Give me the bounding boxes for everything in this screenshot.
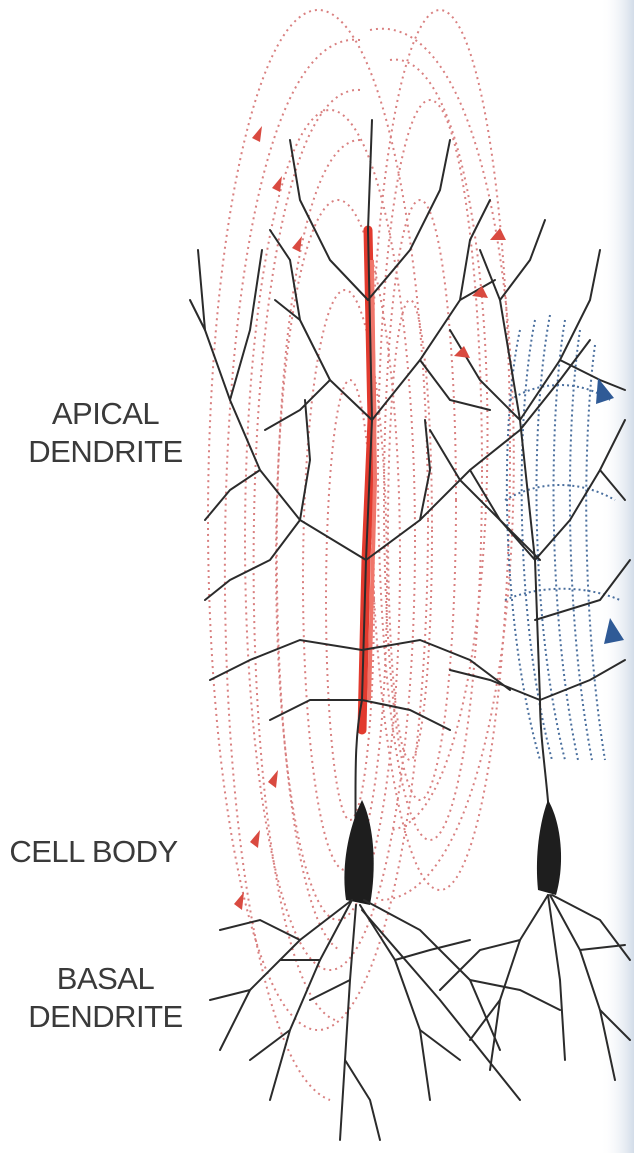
basal-label-line-2: DENDRITE xyxy=(18,998,193,1036)
right-cell-body xyxy=(537,800,561,895)
apical-label-line-2: DENDRITE xyxy=(18,433,193,471)
basal-dendrites xyxy=(210,895,630,1140)
apical-label-line-1: APICAL xyxy=(18,395,193,433)
cell-body-label-text: CELL BODY xyxy=(0,833,191,871)
basal-label-line-1: BASAL xyxy=(18,960,193,998)
cell-body-label: CELL BODY xyxy=(0,833,191,871)
red-outer-arcs xyxy=(225,40,360,1100)
basal-dendrite-label: BASAL DENDRITE xyxy=(18,960,193,1036)
apical-dendrite-label: APICAL DENDRITE xyxy=(18,395,193,471)
red-field-lines-left xyxy=(208,10,428,1030)
left-cell-body xyxy=(344,800,373,905)
